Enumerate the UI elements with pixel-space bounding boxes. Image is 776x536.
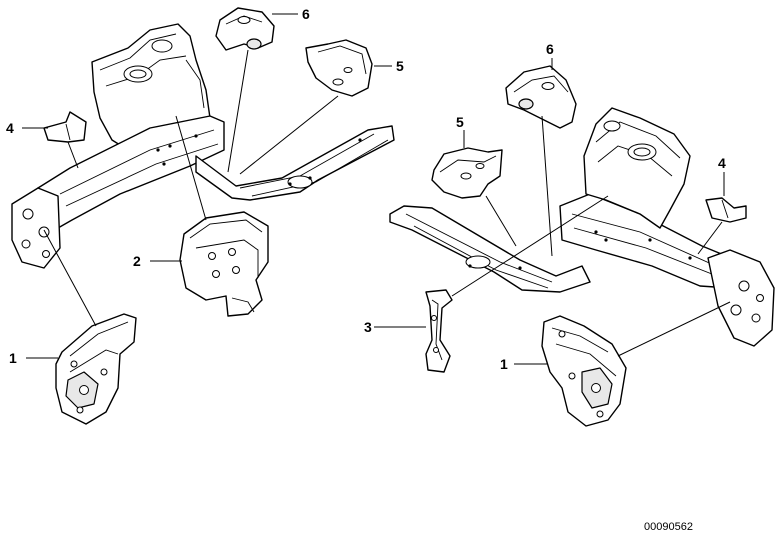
part-1-front-support-right bbox=[541, 315, 627, 427]
callout-5-right: 5 bbox=[456, 114, 464, 130]
callout-3-right: 3 bbox=[364, 319, 372, 335]
callout-labels: 6 5 4 2 1 6 5 4 3 1 bbox=[6, 6, 726, 372]
part-1-front-support-left bbox=[55, 313, 137, 425]
reference-number: 00090562 bbox=[644, 521, 693, 533]
callout-1-left: 1 bbox=[9, 350, 17, 366]
part-4-bracket-right bbox=[705, 197, 747, 223]
callout-6-right: 6 bbox=[546, 41, 554, 57]
part-5-bracket-right bbox=[431, 147, 503, 199]
callout-5-left: 5 bbox=[396, 58, 404, 74]
callout-4-right: 4 bbox=[718, 155, 726, 171]
part-4-bracket-left bbox=[43, 111, 87, 143]
part-6-mount-bracket-left bbox=[215, 7, 275, 51]
callout-1-right: 1 bbox=[500, 356, 508, 372]
part-6-mount-bracket-right bbox=[505, 65, 577, 129]
left-side-member-assembly bbox=[11, 23, 395, 269]
callout-4-left: 4 bbox=[6, 120, 14, 136]
part-3-strip-bracket bbox=[425, 289, 453, 373]
part-2-large-bracket bbox=[179, 211, 269, 317]
callout-6-left: 6 bbox=[302, 6, 310, 22]
part-5-bracket-left bbox=[305, 39, 373, 97]
right-side-member-assembly bbox=[389, 107, 775, 347]
callout-2-left: 2 bbox=[133, 253, 141, 269]
leader-lines bbox=[22, 13, 731, 365]
